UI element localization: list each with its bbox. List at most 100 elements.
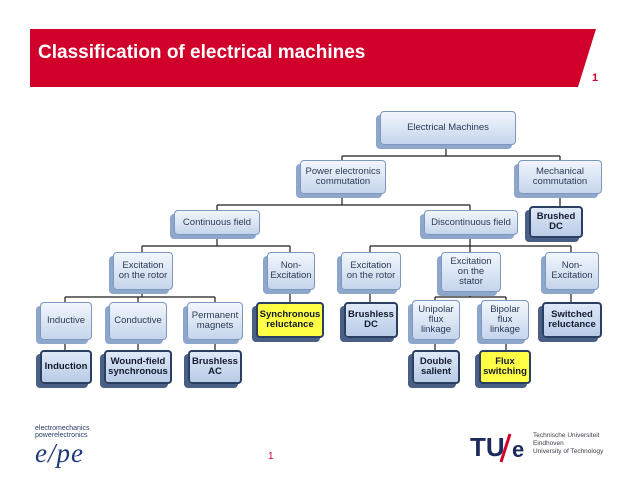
node-label-line: on the rotor: [118, 270, 168, 281]
node-label: Induction: [44, 361, 88, 372]
node-text: Excitation on the rotor: [119, 261, 168, 281]
epe-logo-mark: e/pe: [35, 438, 84, 468]
node-text: Non- Excitation: [551, 261, 592, 281]
node-label-line: magnets: [196, 320, 234, 331]
node-excitation-stator: Excitation on the stator: [441, 252, 501, 292]
node-switched-reluctance: Switched reluctance: [542, 302, 602, 338]
node-label-line: DC: [364, 319, 378, 330]
node-text: Brushless DC: [348, 310, 394, 330]
node-non-excitation-continuous: Non- Excitation: [267, 252, 315, 290]
node-label-line: on the: [457, 266, 485, 277]
node-text: Wound-field synchronous: [108, 357, 168, 377]
node-label-line: AC: [208, 366, 222, 377]
node-label: Electrical Machines: [407, 122, 489, 133]
node-text: Synchronous reluctance: [260, 310, 321, 330]
node-label-line: Excitation: [122, 260, 164, 271]
tue-line-1: Technische Universiteit: [533, 432, 600, 439]
node-electrical-machines: Electrical Machines: [380, 111, 516, 145]
node-label-line: Flux: [495, 356, 515, 367]
node-text: Non- Excitation: [270, 261, 311, 281]
svg-text:e: e: [512, 437, 524, 462]
epe-logo-line-2: powerelectronics: [35, 432, 88, 439]
node-label-line: switching: [483, 366, 527, 377]
node-wound-field-synchronous: Wound-field synchronous: [104, 350, 172, 384]
tue-line-2: Eindhoven: [533, 440, 564, 447]
node-label-line: Power electronics: [305, 166, 381, 177]
node-label-line: on the rotor: [346, 270, 396, 281]
node-inductive: Inductive: [40, 302, 92, 340]
node-induction: Induction: [40, 350, 92, 384]
node-label-line: reluctance: [266, 319, 314, 330]
node-text: Brushed DC: [537, 212, 576, 232]
node-label-line: salient: [420, 366, 452, 377]
node-label-line: Non-: [280, 260, 302, 271]
node-label-line: Non-: [561, 260, 583, 271]
node-brushless-dc: Brushless DC: [344, 302, 398, 338]
node-label-line: stator: [459, 276, 483, 287]
epe-logo: electromechanics powerelectronics e/pe: [35, 425, 125, 470]
node-label-line: Brushed: [536, 211, 576, 222]
node-text: Mechanical commutation: [533, 167, 587, 187]
node-non-excitation-discontinuous: Non- Excitation: [545, 252, 599, 290]
node-label-line: Excitation: [450, 256, 492, 267]
node-label-line: Wound-field: [110, 356, 166, 367]
node-text: Switched reluctance: [548, 310, 596, 330]
epe-logo-line-1: electromechanics: [35, 425, 90, 432]
tue-logo-icon: TU e: [470, 432, 524, 463]
node-text: Bipolar flux linkage: [490, 305, 520, 335]
node-label-line: Bipolar: [490, 304, 520, 315]
node-label: Inductive: [46, 315, 86, 326]
node-discontinuous-field: Discontinuous field: [424, 210, 518, 235]
node-label-line: flux: [497, 314, 513, 325]
node-label-line: reluctance: [548, 319, 596, 330]
node-excitation-rotor-continuous: Excitation on the rotor: [113, 252, 173, 290]
node-label-line: Synchronous: [259, 309, 321, 320]
node-text: Excitation on the stator: [450, 257, 491, 287]
node-text: Unipolar flux linkage: [418, 305, 453, 335]
node-label: Continuous field: [182, 216, 252, 228]
node-brushless-ac: Brushless AC: [188, 350, 242, 384]
node-permanent-magnets: Permanent magnets: [187, 302, 243, 340]
node-label: Discontinuous field: [431, 216, 511, 228]
node-label: Conductive: [114, 315, 162, 326]
tue-line-3: University of Technology: [533, 448, 604, 455]
node-text: Permanent magnets: [192, 311, 238, 331]
node-label-line: Excitation: [551, 270, 593, 281]
node-label-line: linkage: [489, 324, 521, 335]
node-text: Power electronics commutation: [306, 167, 381, 187]
node-text: Flux switching: [483, 357, 527, 377]
node-text: Brushless AC: [192, 357, 238, 377]
node-label-line: Permanent: [191, 310, 239, 321]
node-label-line: DC: [549, 221, 563, 232]
node-label-line: Brushless: [348, 309, 394, 320]
node-synchronous-reluctance: Synchronous reluctance: [256, 302, 324, 338]
slide-title: Classification of electrical machines: [38, 42, 366, 63]
node-power-electronics-commutation: Power electronics commutation: [300, 160, 386, 194]
node-double-salient: Double salient: [412, 350, 460, 384]
node-continuous-field: Continuous field: [174, 210, 260, 235]
node-label-line: flux: [428, 314, 444, 325]
title-banner: [30, 29, 596, 87]
node-label-line: Brushless: [192, 356, 238, 367]
node-label-line: Excitation: [270, 270, 312, 281]
node-unipolar-flux-linkage: Unipolar flux linkage: [412, 300, 460, 340]
node-label-line: Switched: [551, 309, 593, 320]
node-conductive: Conductive: [109, 302, 167, 340]
node-label-line: synchronous: [108, 366, 168, 377]
page-number: 1: [268, 451, 274, 462]
tue-wordmark: Technische Universiteit Eindhoven Univer…: [533, 432, 623, 456]
svg-text:TU: TU: [470, 432, 505, 462]
node-text: Excitation on the rotor: [347, 261, 396, 281]
node-label-line: Mechanical: [535, 166, 585, 177]
node-label-line: Double: [419, 356, 453, 367]
node-label-line: commutation: [532, 176, 588, 187]
node-flux-switching: Flux switching: [479, 350, 531, 384]
node-excitation-rotor-discontinuous: Excitation on the rotor: [341, 252, 401, 290]
node-mechanical-commutation: Mechanical commutation: [518, 160, 602, 194]
node-label-line: linkage: [420, 324, 452, 335]
node-label-line: Excitation: [350, 260, 392, 271]
node-label-line: commutation: [315, 176, 371, 187]
node-text: Double salient: [420, 357, 452, 377]
